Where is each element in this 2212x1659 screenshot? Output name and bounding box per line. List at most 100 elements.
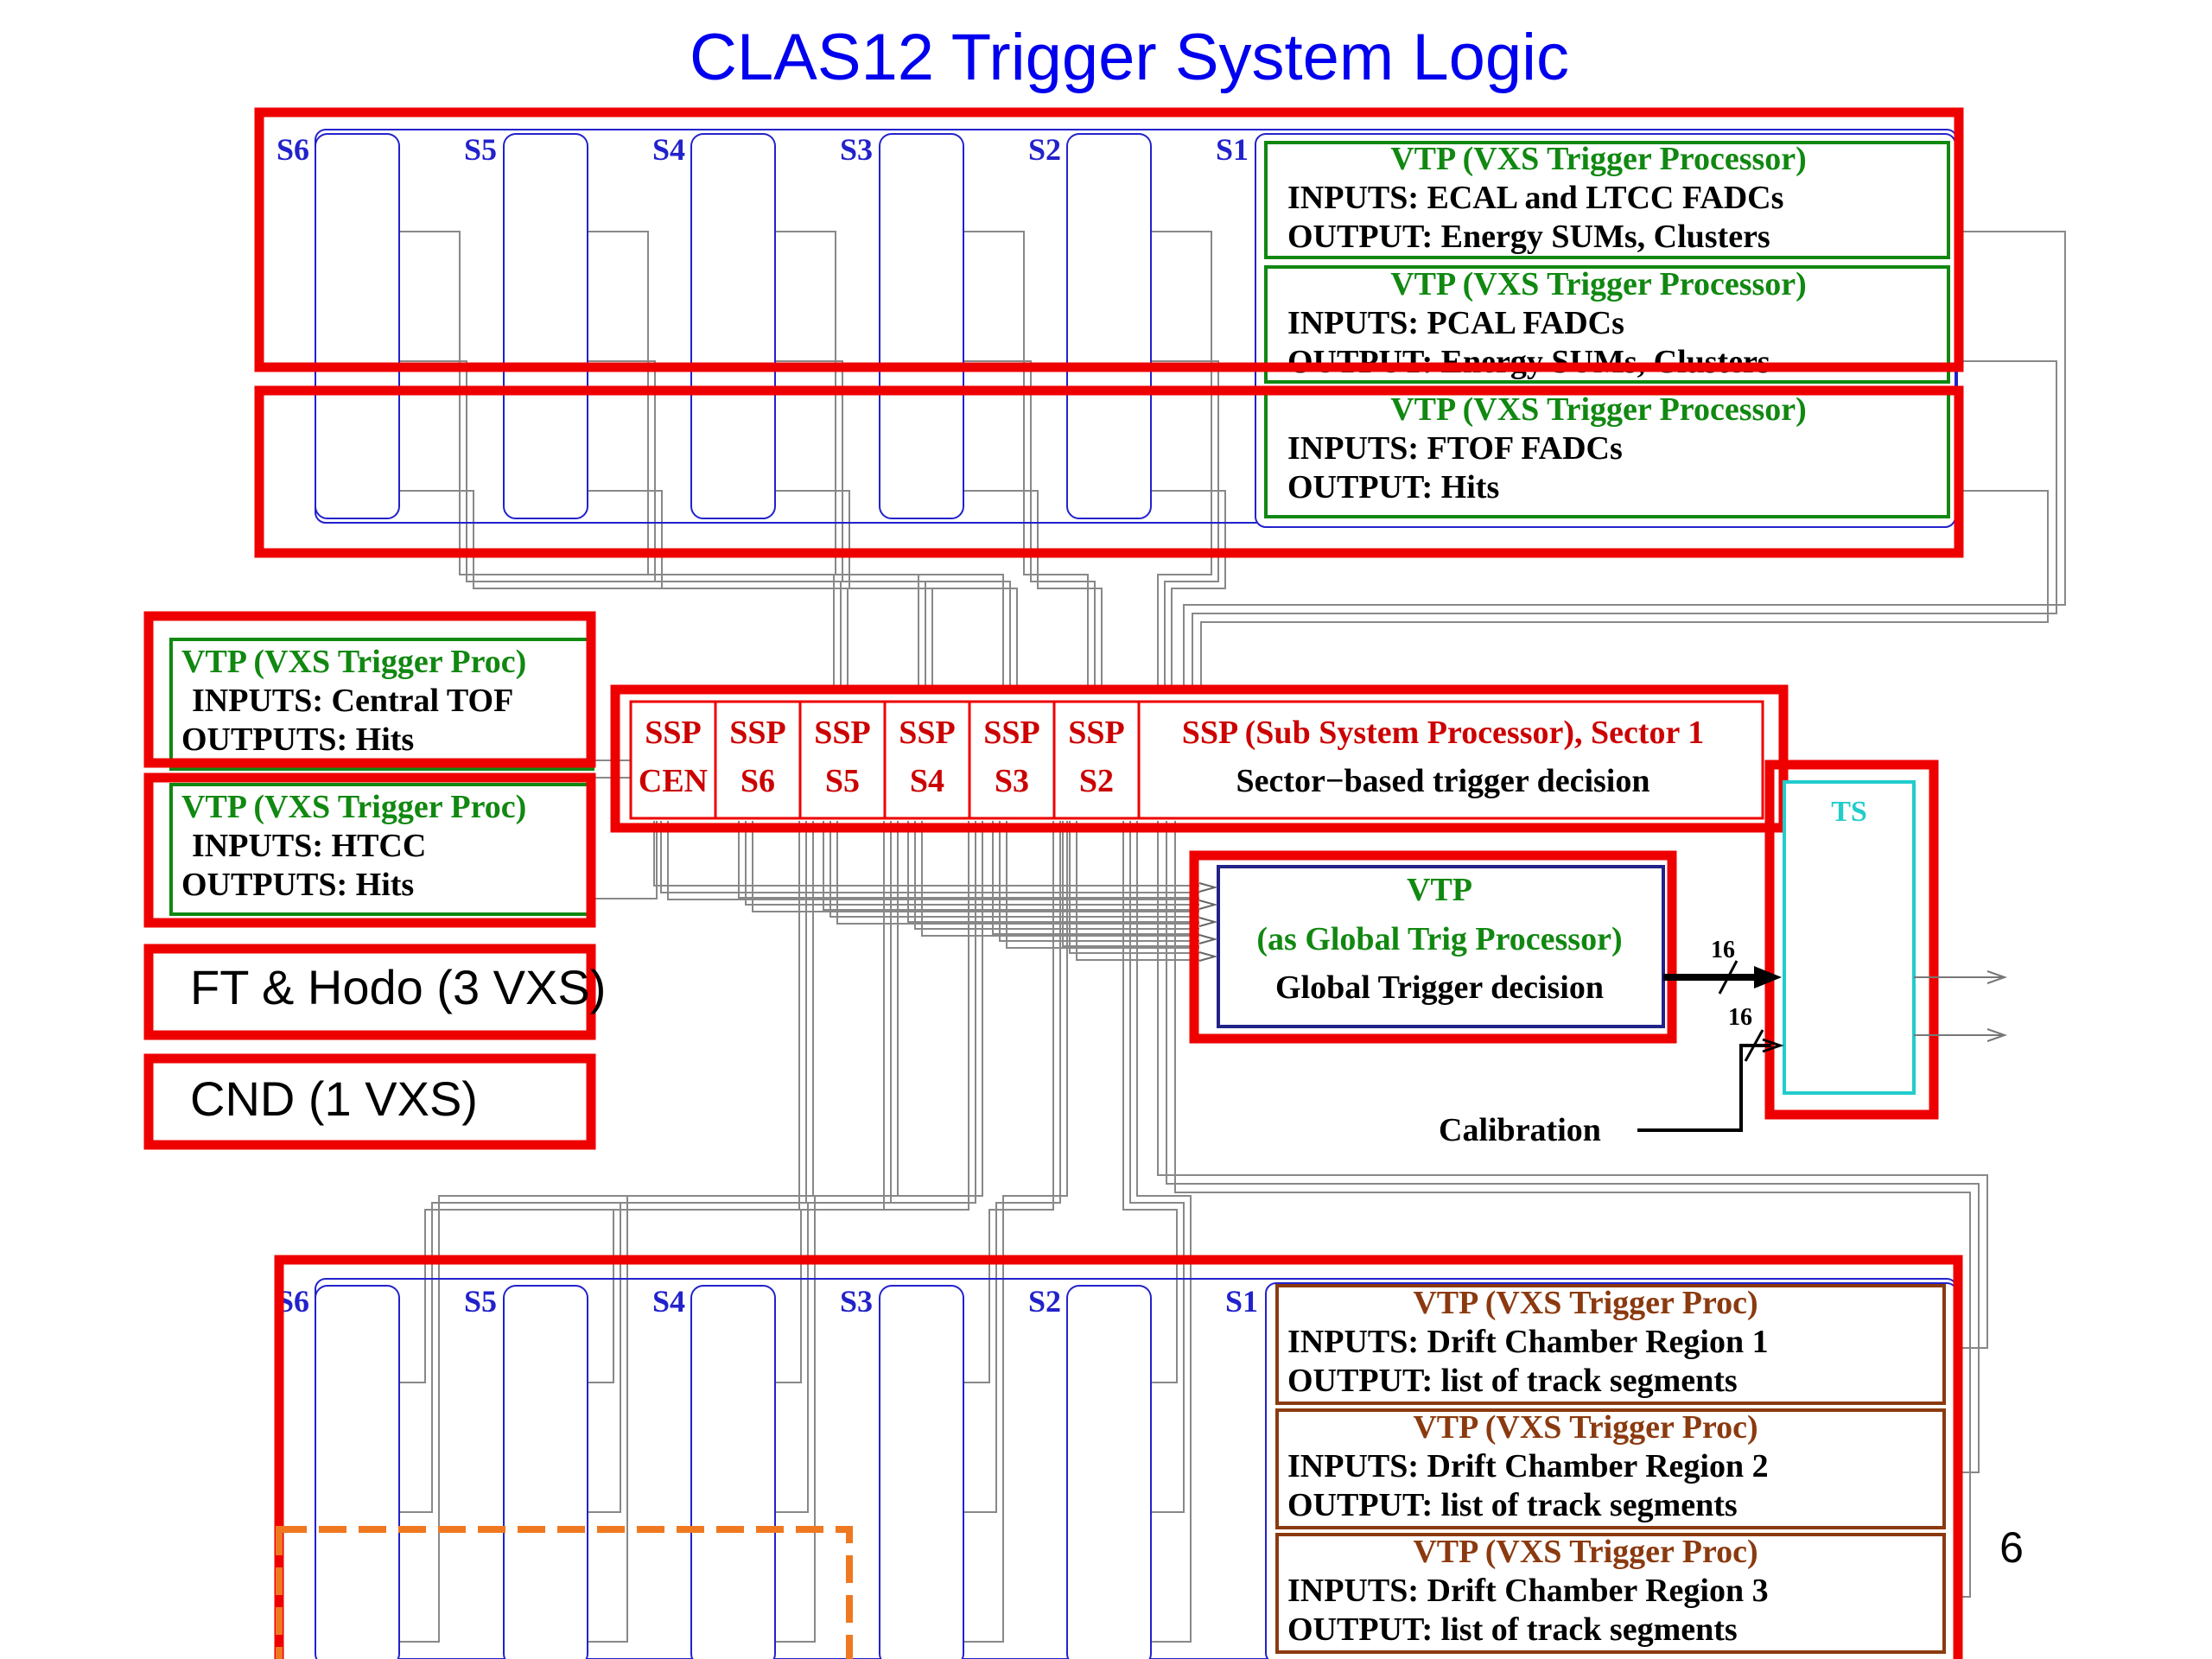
wire [963,821,1061,1513]
top-sector-label: S3 [840,132,873,167]
bottom-sector-label: S2 [1028,1284,1061,1319]
ssp-cell [798,700,887,820]
bottom-sector-label: S5 [464,1284,497,1319]
ctof-vtp-inputs: INPUTS: Central TOF [192,683,513,719]
global-vtp-box [1217,865,1665,1028]
vtp-dc-r1-title: VTP (VXS Trigger Proc) [1413,1285,1758,1321]
ssp-cell-sector: S6 [741,763,775,799]
wire [775,490,1018,691]
vtp-ecal-output: OUTPUT: Energy SUMs, Clusters [1287,219,1770,255]
vtp-dc-r2-inputs: INPUTS: Drift Chamber Region 2 [1287,1448,1769,1484]
vtp-dc-r2-title: VTP (VXS Trigger Proc) [1413,1409,1758,1446]
wire [667,821,1199,900]
ssp-cell-label: SSP [729,715,785,751]
ssp-cell-sector: S2 [1079,763,1114,799]
global-vtp-decision: Global Trigger decision [1275,969,1604,1006]
top-slot-s4 [690,133,776,519]
vtp-dc-r3-box [1275,1533,1946,1654]
wire [588,231,919,691]
wire [775,360,1011,691]
wire [1136,821,1192,1643]
highlight-frame-ts [1764,760,1939,1120]
vtp-dc-r3-output: OUTPUT: list of track segments [1287,1611,1738,1648]
wire [399,821,814,1643]
vtp-ftof-box [1264,390,1950,518]
global-vtp-input-arrows [1198,882,1218,962]
wire [588,821,892,1513]
wire [823,821,1199,911]
wire [660,821,1199,893]
ssp-cell [1052,700,1141,820]
wire [1062,821,1199,947]
ssp-cell [968,700,1056,820]
wire [836,821,1199,925]
wire [738,821,1199,899]
wire [830,821,1199,918]
top-slot-s3 [879,133,964,519]
ft-hodo-frame [143,944,596,1040]
highlight-frame-global-vtp [1189,850,1677,1044]
wire [1151,490,1226,691]
wire [588,821,885,1383]
wire [399,821,807,1513]
ctof-vtp-title: VTP (VXS Trigger Proc) [181,644,526,680]
slide-title: CLAS12 Trigger System Logic [690,21,1569,94]
wire [1006,821,1199,949]
vtp-pcal-title: VTP (VXS Trigger Processor) [1390,266,1807,302]
ssp-cell-sector: CEN [639,763,708,799]
vtp-ftof-inputs: INPUTS: FTOF FADCs [1287,430,1623,467]
ssp-cell-sector: S5 [825,763,860,799]
bottom-crate-group: S6 S5 S4 S3 S2 S1 VTP (VXS Trigger Proc)… [276,1278,1958,1659]
wire [907,821,1199,923]
vtp-dc-r2-box [1275,1408,1946,1529]
bus-width-label: 16 [1728,1004,1752,1031]
wire [963,821,1054,1383]
wire [745,821,1199,906]
htcc-vtp-outputs: OUTPUTS: Hits [181,867,414,903]
global-vtp-subtitle: (as Global Trig Processor) [1256,921,1622,957]
ts-label: TS [1831,796,1867,828]
wire [1192,360,2057,691]
vtp-dc-r3-inputs: INPUTS: Drift Chamber Region 3 [1287,1573,1769,1609]
vtp-ecal-box [1264,141,1950,259]
bus-width-label: 16 [1711,937,1735,963]
highlight-frame-bottom [274,1255,1963,1659]
top-slot-s6 [315,133,400,519]
top-sector-label: S1 [1216,132,1249,167]
htcc-vtp-inputs: INPUTS: HTCC [192,828,426,864]
bottom-slot-s6 [315,1285,400,1659]
vtp-dc-r1-output: OUTPUT: list of track segments [1287,1363,1738,1399]
wire [963,360,1096,691]
global-to-ts-bus: 16 [1663,937,1782,995]
ssp-cell [629,700,717,820]
wire [752,821,1199,912]
top-sector-label: S6 [276,132,309,167]
ssp-cell-label: SSP [1068,715,1124,751]
wire [1183,231,2066,691]
top-crate-group: S6 S5 S4 S3 S2 S1 VTP (VXS Trigger Proce… [276,129,1958,528]
wire [399,360,842,691]
wire [1129,821,1185,1513]
wire [588,490,933,691]
wire [399,490,849,691]
highlight-frame-top-1 [254,107,1964,372]
bottom-slot-s5 [503,1285,588,1659]
top-sector-label: S4 [652,132,685,167]
wire [775,821,983,1643]
vtp-ftof-output: OUTPUT: Hits [1287,469,1499,505]
ssp-cell-label: SSP [899,715,955,751]
vtp-ecal-title: VTP (VXS Trigger Processor) [1390,141,1807,177]
ctof-vtp-box [169,638,594,771]
bottom-sector-label: S3 [840,1284,873,1319]
wire [775,821,969,1383]
wire [591,821,658,899]
bottom-slot-s3 [879,1285,964,1659]
ssp-sector1-subtitle: Sector−based trigger decision [1236,763,1650,799]
top-sector-label: S5 [464,132,497,167]
wire [963,490,1103,691]
ft-hodo-label: FT & Hodo (3 VXS) [190,960,606,1014]
wire [1200,490,2049,691]
ts-output-arrows [1914,970,2008,1042]
